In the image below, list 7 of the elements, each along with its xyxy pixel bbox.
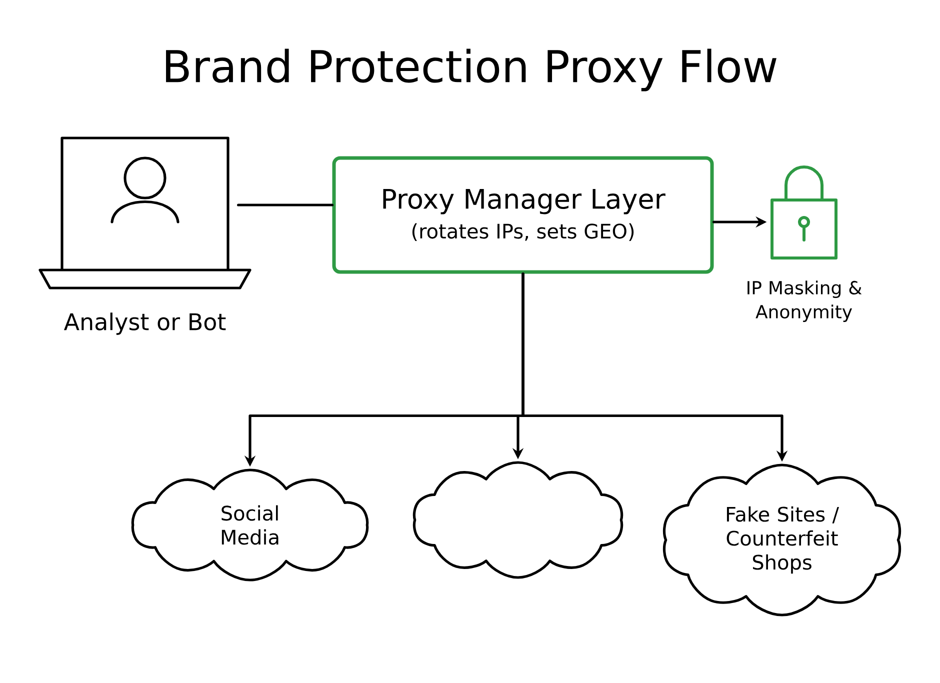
node-text: IP Masking & Anonymity [748, 280, 862, 322]
cloud [412, 461, 624, 579]
node-text: Analyst or Bot [64, 312, 226, 335]
cloud: Social Media [131, 468, 369, 582]
title: Brand Protection Proxy Flow [166, 48, 776, 92]
cloud: Fake Sites / Counterfeit Shops [662, 464, 902, 616]
process-box: Proxy Manager Layer (rotates IPs, sets GEO) [332, 156, 714, 274]
